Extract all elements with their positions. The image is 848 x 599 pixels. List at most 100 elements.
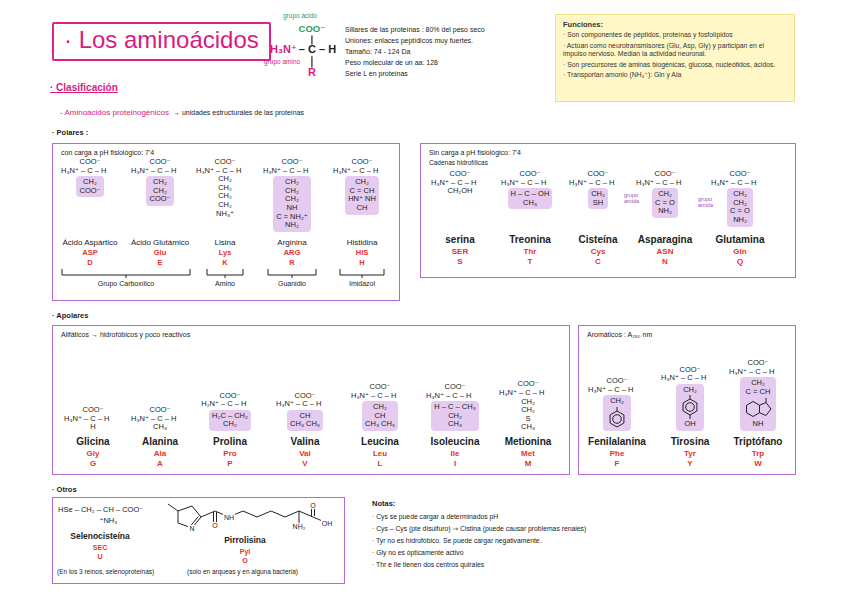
side-chain-atom: NH₂ [655,207,675,216]
side-chain-highlight: CH₂ [603,395,631,431]
group-label: grupo amino [264,58,300,65]
section-heading: · Clasificación [50,82,118,94]
one-letter-code: V [302,459,307,468]
three-letter-code: Tyr [684,449,696,458]
function-item: · Transportan amonio (NH₄⁺): Gln y Ala [563,71,787,79]
atom-label: NH₂ [292,523,307,530]
note-text: (solo en arqueas y en alguna bacteria) [187,568,298,576]
amino-acid-name: Lisina [215,238,236,247]
side-chain-atom: C = O [655,199,675,208]
three-letter-code: Phe [610,449,625,458]
one-letter-code: N [662,257,668,266]
three-letter-code: Thr [524,247,537,256]
formula-line: H₃N⁺ – C – H [351,392,396,401]
formula-line: H₃N⁺ – C – H [431,179,476,188]
formula-line: CH₂OH [448,187,473,196]
side-chain-atom: CH₂ [149,178,170,187]
formula-line: COO⁻ [214,158,235,167]
formula-line: COO⁻ [219,392,240,401]
formula-line: COO⁻ [729,170,750,179]
formula-line: COO⁻ [149,406,170,415]
side-chain-atom: CH₂ [212,420,248,429]
three-letter-code: Glu [154,249,167,258]
bond-line [311,56,312,67]
side-chain-highlight: H₂C – CH₂CH₂ [209,410,251,431]
formula-line: COO⁻ [369,383,390,392]
amino-acid-name: Valina [291,436,320,448]
one-letter-code: P [227,459,232,468]
three-letter-code: Lys [219,249,232,258]
formula-line: H₃N⁺ – C – H [131,415,176,424]
side-chain-highlight: CH₂C = CHHN⁺ NHCH [345,176,379,214]
note-line: · Cys – Cys (pte disulfuro) ⇒ Cistina (p… [372,525,586,533]
side-chain-atom: CH₂ [434,412,475,421]
one-letter-code: E [157,259,162,268]
formula-line: CH₂ [521,398,535,407]
note-line: · Tyr no es hidrofóbico. Se puede cargar… [372,537,542,545]
side-chain-atom: CH₃ [511,199,550,208]
three-letter-code: Val [299,449,311,458]
three-letter-code: SER [452,247,468,256]
amino-acid-name: Metionina [505,436,552,448]
three-letter-code: Gly [87,449,100,458]
formula-line: H₃N⁺ – C – H [636,179,681,188]
formula-line: CH₃ [153,423,167,432]
side-chain-highlight: CH₂C = ONH₂ [652,188,678,218]
side-chain-atom: H – C – OH [511,190,550,199]
amino-acid-name: Ácido Glutámico [131,238,189,247]
formula-line: COO⁻ [294,392,315,401]
amino-acid-name: Arginina [277,238,306,247]
side-chain-atom: NH₂ [276,221,308,230]
side-chain-atom: COO⁻ [149,195,170,204]
formula-line: CH₂ [218,201,232,210]
title-box: · Los aminoácidos [52,22,271,61]
formula-line: COO⁻ [587,170,608,179]
side-chain-atom: CH₂ [365,403,395,412]
carbon-chain [215,511,327,523]
formula-line: H₃N⁺ – C – H [333,167,378,176]
side-chain-highlight: CH₂COO⁻ [76,176,103,197]
formula-line: CH₂ [218,184,232,193]
fact-line: Peso molecular de un aa: 128 [345,59,438,67]
three-letter-code: Ile [451,449,460,458]
note-text: (En los 3 reinos, selenoproteínas) [57,568,154,576]
side-chain-atom: CH₂ [348,178,376,187]
formula-line: H₃N⁺ – C – H [588,386,633,395]
side-chain-atom: SH [591,199,605,208]
note-line: · Gly no es ópticamente activo [372,549,463,557]
formula-line: S [525,415,530,424]
side-chain-atom: OH [679,420,701,429]
fact-line: Serie L en proteínas [345,70,408,78]
formula-fragment: COO⁻ [299,24,326,35]
bond [201,511,215,517]
formula-line: H₃N⁺ – C – H [501,179,546,188]
fact-line: Tamaño: 74 - 124 Da [345,48,410,56]
amino-acid-name: Isoleucina [431,436,480,448]
side-chain-atom: COO⁻ [79,187,100,196]
annotation: grupo amida [698,197,722,209]
side-chain-highlight: CH₂CHCH₃ CH₃ [362,401,398,431]
annotation: grupo amida [624,193,648,205]
formula-line: H₃N⁺ – C – H [131,167,176,176]
one-letter-code: W [754,459,762,468]
three-letter-code: ASP [82,249,97,258]
box-heading: Cadenas hidrofílicas [429,159,787,167]
bracket [268,269,316,278]
box-heading: Sin carga a pH fisiológico: 7'4 [429,149,787,158]
formula-line: H₃N⁺ – C – H [64,415,109,424]
side-chain-atom: CH₂ [276,187,308,196]
amino-acid-name: Prolina [213,436,247,448]
atom-label: NH [223,514,235,521]
formula-line: H₂N⁺ – C – H [201,400,246,409]
functions-box: Funciones:· Son componentes de péptidos,… [555,14,795,102]
three-letter-code: Cys [591,247,606,256]
side-chain-atom: CH₂ [730,190,750,199]
fact-line: Uniones: enlaces peptídicos muy fuertes. [345,37,473,45]
fact-line: Sillares de las proteínas : 80% del peso… [345,26,485,34]
formula-line: CH₂ [218,192,232,201]
formula-line: H₃N⁺ – C – H [499,389,544,398]
three-letter-code: Gln [733,247,746,256]
bracket [340,269,384,278]
note-line: · Cys se puede cargar a determinados pH [372,513,498,521]
one-letter-code: I [454,459,456,468]
